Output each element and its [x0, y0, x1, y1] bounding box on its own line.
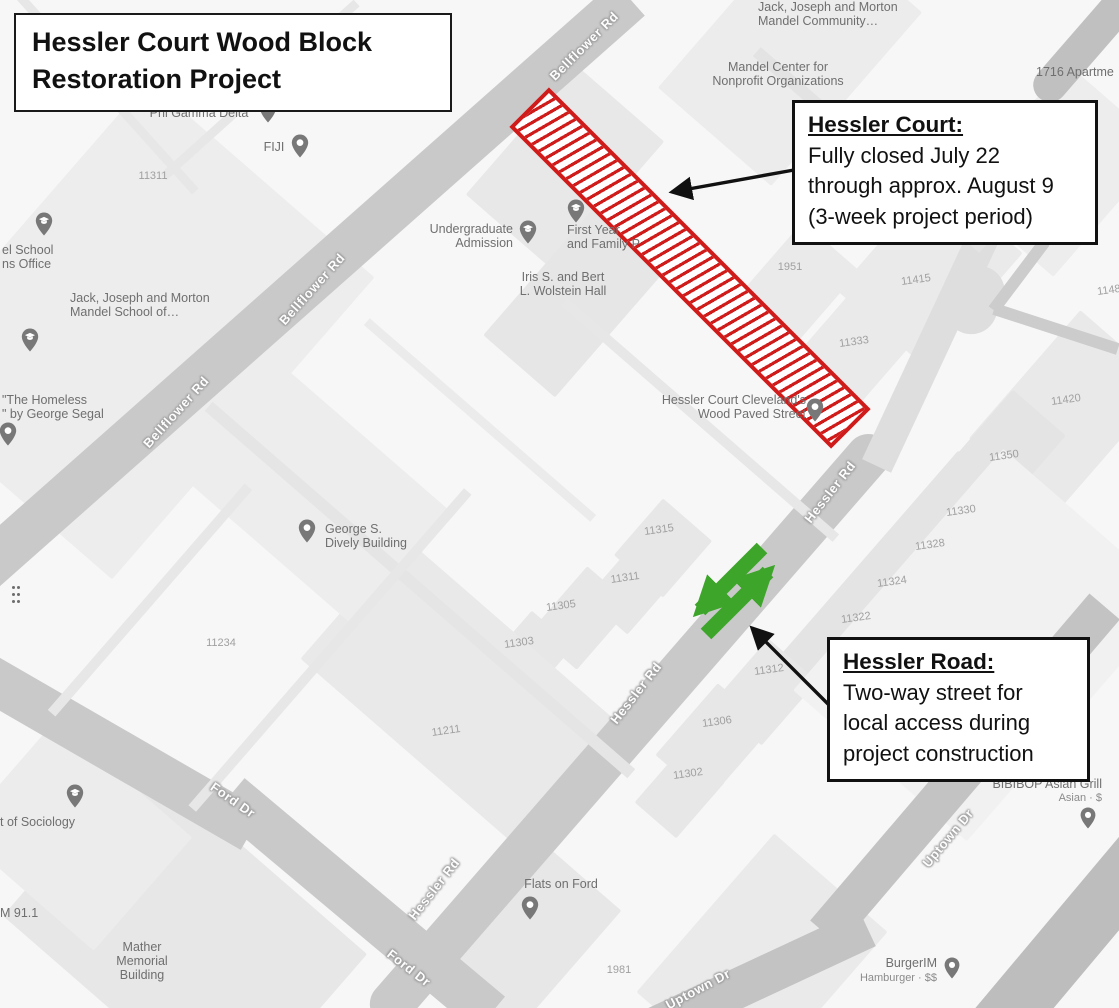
callout-line: (3-week project period) [808, 204, 1033, 230]
project-title-line1: Hessler Court Wood Block [32, 27, 373, 57]
place-label: Flats on Ford [524, 877, 598, 891]
hessler-road-callout: Hessler Road: Two-way street for local a… [827, 637, 1090, 782]
callout-line: Two-way street for [843, 679, 1023, 705]
road-segment [967, 803, 1119, 1008]
hessler-road-callout-heading: Hessler Road: [843, 649, 995, 674]
place-pin [0, 421, 19, 446]
address-number: 1951 [777, 261, 803, 273]
place-label: M 91.1 [0, 906, 39, 920]
restaurant-pin [943, 957, 962, 980]
education-pin [34, 211, 55, 236]
address-number: 11311 [138, 170, 168, 182]
callout-line: through approx. August 9 [808, 173, 1054, 199]
callout-line: local access during [843, 710, 1031, 736]
callout-line: Fully closed July 22 [808, 142, 1000, 168]
restaurant-pin [1079, 807, 1098, 830]
education-pin [566, 198, 587, 223]
place-pin [805, 397, 826, 422]
place-label: Asian · $ [1058, 791, 1102, 804]
address-number: 11480 [1096, 281, 1119, 299]
transit-stop-icon [12, 586, 20, 606]
hessler-court-callout-heading: Hessler Court: [808, 112, 964, 137]
place-label: FIJI [263, 140, 285, 154]
place-label: "The Homeless" by George Segal [2, 393, 104, 421]
place-label: 1716 Apartme [1036, 65, 1114, 79]
place-pin [290, 133, 311, 158]
project-title-line2: Restoration Project [32, 64, 282, 95]
place-label: t of Sociology [0, 815, 76, 829]
place-label: BurgerIM [885, 956, 937, 970]
place-label: George S.Dively Building [325, 522, 407, 550]
place-pin [520, 895, 541, 920]
place-pin [297, 518, 318, 543]
project-title-box: Hessler Court Wood Block Restoration Pro… [14, 13, 452, 112]
education-pin [518, 219, 539, 244]
education-pin [20, 327, 41, 352]
place-label: Hamburger · $$ [859, 971, 937, 984]
callout-line: project construction [843, 741, 1034, 767]
hessler-court-callout: Hessler Court: Fully closed July 22 thro… [792, 100, 1098, 245]
address-number: 11234 [206, 637, 236, 649]
address-number: 1981 [606, 964, 632, 976]
education-pin [65, 783, 86, 808]
